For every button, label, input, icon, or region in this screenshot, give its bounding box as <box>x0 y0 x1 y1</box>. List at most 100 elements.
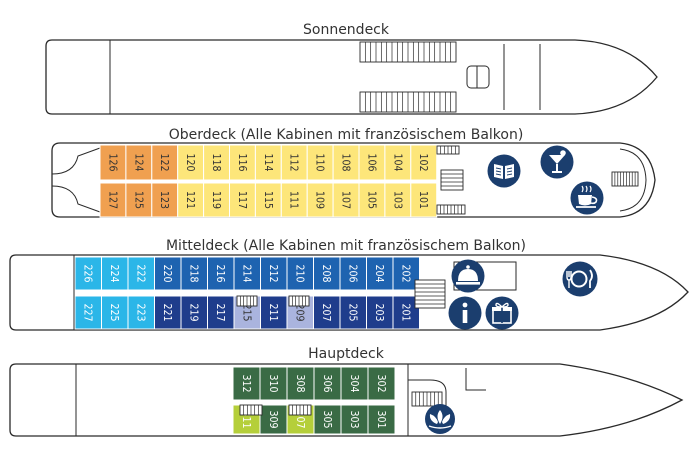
cabin[interactable]: 225 <box>101 295 129 330</box>
cabin[interactable]: 206 <box>339 256 367 291</box>
cabin[interactable]: 112 <box>280 144 308 181</box>
cabin[interactable]: 218 <box>180 256 208 291</box>
cabin[interactable]: 120 <box>177 144 205 181</box>
cabin-box <box>260 256 288 291</box>
cabin[interactable]: 312 <box>232 366 261 401</box>
cabin-number: 304 <box>348 374 360 392</box>
sun-stairs-bottom <box>359 91 457 113</box>
cabin-number: 224 <box>108 264 120 282</box>
cabin-number: 126 <box>106 153 118 171</box>
cabin-box <box>340 366 369 401</box>
cabin[interactable]: 123 <box>151 182 179 218</box>
cabin[interactable]: 127 <box>99 182 127 218</box>
cabin[interactable]: 302 <box>367 366 396 401</box>
stairs <box>288 295 310 307</box>
cabin-box <box>358 144 386 181</box>
cabin-number: 112 <box>288 153 300 171</box>
cabin[interactable]: 108 <box>332 144 360 181</box>
cabin-number: 206 <box>347 264 359 282</box>
cabin-number: 309 <box>267 410 279 428</box>
cabin[interactable]: 304 <box>340 366 369 401</box>
mitteldeck-title: Mitteldeck (Alle Kabinen mit französisch… <box>166 238 526 254</box>
cabin[interactable]: 208 <box>313 256 341 291</box>
cabin[interactable]: 221 <box>154 295 182 330</box>
cabin[interactable]: 211 <box>260 295 288 330</box>
cabin-number: 104 <box>391 153 403 171</box>
cabin[interactable]: 101 <box>410 182 438 218</box>
cabin[interactable]: 121 <box>177 182 205 218</box>
cabin[interactable]: 306 <box>313 366 342 401</box>
cabin-box <box>229 182 256 218</box>
cabin[interactable]: 115 <box>254 182 282 218</box>
cabin-number: 217 <box>214 303 226 321</box>
cabin[interactable]: 122 <box>151 144 179 181</box>
cabin[interactable]: 216 <box>207 256 235 291</box>
cabin[interactable]: 104 <box>384 144 412 181</box>
cabin[interactable]: 106 <box>358 144 386 181</box>
cabin-box <box>180 256 208 291</box>
cabin[interactable]: 117 <box>229 182 256 218</box>
cabin[interactable]: 224 <box>101 256 129 291</box>
cabin[interactable]: 210 <box>286 256 314 291</box>
cabin[interactable]: 118 <box>203 144 231 181</box>
cabin-number: 107 <box>339 191 351 209</box>
cabin[interactable]: 111 <box>280 182 308 218</box>
cabin[interactable]: 308 <box>286 366 315 401</box>
cabin-number: 117 <box>236 191 248 209</box>
stairs <box>436 204 466 215</box>
cabin-box <box>127 256 155 291</box>
cabin-number: 308 <box>294 374 306 392</box>
cabin-box <box>367 404 396 435</box>
cabin-number: 124 <box>132 153 144 171</box>
cabin[interactable]: 227 <box>74 295 102 330</box>
cabin[interactable]: 309 <box>259 404 288 435</box>
cabin[interactable]: 105 <box>358 182 386 218</box>
cabin-number: 302 <box>375 374 387 392</box>
cabin[interactable]: 109 <box>306 182 334 218</box>
cabin[interactable]: 303 <box>340 404 369 435</box>
cabin[interactable]: 217 <box>207 295 235 330</box>
cabin-number: 116 <box>236 153 248 171</box>
cabin[interactable]: 126 <box>99 144 127 181</box>
cabin[interactable]: 114 <box>254 144 282 181</box>
sonnendeck-title: Sonnendeck <box>303 22 390 38</box>
cabin-number: 114 <box>262 153 274 171</box>
cabin[interactable]: 212 <box>260 256 288 291</box>
cabin-box <box>280 182 308 218</box>
cabin[interactable]: 222 <box>127 256 155 291</box>
cabin-box <box>286 366 315 401</box>
cabin[interactable]: 204 <box>366 256 394 291</box>
cabin[interactable]: 116 <box>229 144 256 181</box>
cabin[interactable]: 202 <box>392 256 420 291</box>
cabin[interactable]: 124 <box>125 144 153 181</box>
cabin-number: 204 <box>373 264 385 282</box>
cabin-number: 220 <box>161 264 173 282</box>
cabin-box <box>313 404 342 435</box>
stairs <box>411 391 443 407</box>
cabin[interactable]: 226 <box>74 256 102 291</box>
cabin[interactable]: 219 <box>180 295 208 330</box>
cabin[interactable]: 203 <box>366 295 394 330</box>
cabin[interactable]: 125 <box>125 182 153 218</box>
cabin-number: 109 <box>314 191 326 209</box>
cabin[interactable]: 110 <box>306 144 334 181</box>
cabin[interactable]: 223 <box>127 295 155 330</box>
cabin-number: 219 <box>188 303 200 321</box>
cabin[interactable]: 205 <box>339 295 367 330</box>
cabin-box <box>180 295 208 330</box>
cabin[interactable]: 207 <box>313 295 341 330</box>
cabin-box <box>207 256 235 291</box>
cabin-number: 301 <box>375 410 387 428</box>
cabin[interactable]: 305 <box>313 404 342 435</box>
cabin[interactable]: 107 <box>332 182 360 218</box>
cabin[interactable]: 102 <box>410 144 438 181</box>
cabin[interactable]: 214 <box>233 256 261 291</box>
stairs <box>236 295 258 307</box>
cabin[interactable]: 310 <box>259 366 288 401</box>
cabin-box <box>280 144 308 181</box>
cabin[interactable]: 301 <box>367 404 396 435</box>
cabin[interactable]: 119 <box>203 182 231 218</box>
cabin[interactable]: 103 <box>384 182 412 218</box>
cabin[interactable]: 220 <box>154 256 182 291</box>
